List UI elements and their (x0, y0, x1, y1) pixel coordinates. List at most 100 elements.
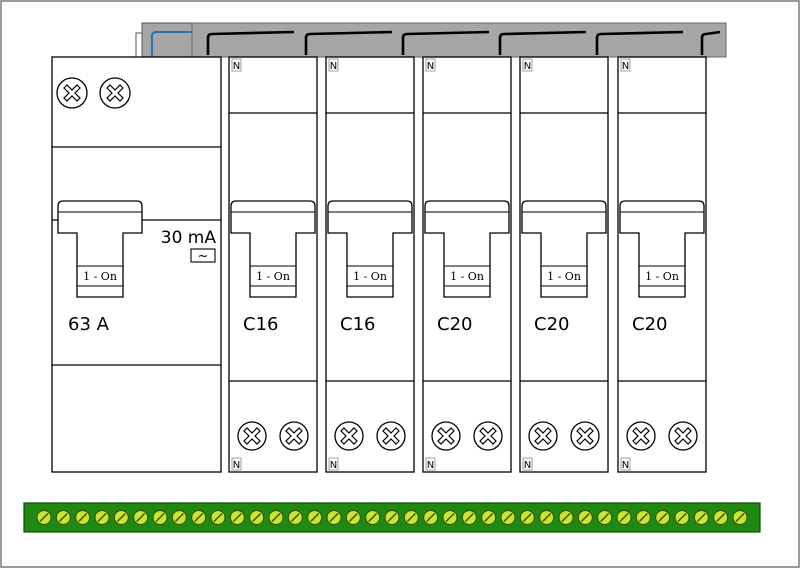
earth-terminal-screw-icon (577, 510, 593, 525)
screw-icon (56, 77, 88, 109)
earth-terminal-screw-icon (519, 510, 535, 525)
neutral-mark-box (231, 457, 242, 471)
toggle-lever[interactable] (57, 200, 143, 298)
earth-terminal-screw-icon (693, 510, 709, 525)
earth-terminal-screw-icon (403, 510, 419, 525)
earth-terminal-screw-icon (384, 510, 400, 525)
screw-icon (279, 421, 309, 451)
earth-terminal-screw-icon (635, 510, 651, 525)
earth-terminal-screw-icon (55, 510, 71, 525)
screw-icon (528, 421, 558, 451)
earth-bar (23, 502, 761, 533)
mcb-toggle-switch[interactable]: 1 - On (424, 200, 510, 298)
mcb-switch-label: 1 - On (256, 270, 290, 283)
screw-icon (334, 421, 364, 451)
mcb-toggle-switch[interactable]: 1 - On (521, 200, 607, 298)
neutral-mark-box (425, 457, 436, 471)
mcb-rating: C20 (534, 314, 569, 335)
screw-icon (626, 421, 656, 451)
screw-icon (431, 421, 461, 451)
mcb-device: N N 1 - On C20 (519, 56, 609, 473)
mcb-toggle-switch[interactable]: 1 - On (327, 200, 413, 298)
earth-terminal-screw-icon (423, 510, 439, 525)
neutral-mark: N (427, 460, 434, 471)
neutral-mark-box (425, 58, 436, 72)
mcb-rating: C16 (243, 314, 278, 335)
rcd-rating: 63 A (68, 314, 110, 335)
neutral-mark: N (233, 61, 240, 72)
mcb-device: N N 1 - On C16 (325, 56, 415, 473)
neutral-mark: N (524, 460, 531, 471)
screw-icon (99, 77, 131, 109)
mcb-toggle-switch[interactable]: 1 - On (619, 200, 705, 298)
neutral-mark: N (524, 61, 531, 72)
earth-terminal-screw-icon (36, 510, 52, 525)
rcd-sensitivity: 30 mA (161, 228, 217, 248)
earth-terminal-screw-icon (597, 510, 613, 525)
earth-terminal-screw-icon (133, 510, 149, 525)
earth-terminal-screw-icon (558, 510, 574, 525)
earth-terminal-screw-icon (442, 510, 458, 525)
earth-terminal-screw-icon (674, 510, 690, 525)
earth-terminal-screw-icon (94, 510, 110, 525)
busbar-tooth (304, 30, 393, 55)
neutral-mark: N (622, 61, 629, 72)
earth-terminals (36, 510, 748, 525)
earth-terminal-screw-icon (229, 510, 245, 525)
earth-terminal-screw-icon (171, 510, 187, 525)
earth-terminal-screw-icon (461, 510, 477, 525)
screw-icon (570, 421, 600, 451)
earth-terminal-screw-icon (500, 510, 516, 525)
earth-terminal-screw-icon (365, 510, 381, 525)
toggle-lever[interactable] (619, 200, 705, 298)
neutral-mark-box (328, 58, 339, 72)
neutral-mark-box (620, 58, 631, 72)
earth-terminal-screw-icon (307, 510, 323, 525)
earth-terminal-screw-icon (75, 510, 91, 525)
mcb-switch-label: 1 - On (353, 270, 387, 283)
earth-terminal-screw-icon (345, 510, 361, 525)
busbar (135, 22, 727, 58)
rcd-switch-label: 1 - On (83, 270, 117, 283)
earth-terminal-screw-icon (210, 510, 226, 525)
mcb-switch-label: 1 - On (645, 270, 679, 283)
busbar-teeth (206, 30, 721, 55)
earth-terminal-screw-icon (268, 510, 284, 525)
busbar-tooth (700, 30, 721, 55)
ac-symbol-box (190, 248, 216, 263)
mcb-group: N N 1 - On C16 N N (228, 56, 707, 473)
rcd-toggle-switch[interactable]: 1 - On (57, 200, 143, 298)
screw-icon (376, 421, 406, 451)
busbar-tooth (595, 30, 684, 55)
ac-symbol: ~ (198, 249, 209, 264)
earth-terminal-screw-icon (287, 510, 303, 525)
neutral-mark-box (231, 58, 242, 72)
toggle-lever[interactable] (521, 200, 607, 298)
mcb-rating: C16 (340, 314, 375, 335)
mcb-device: N N 1 - On C16 (228, 56, 318, 473)
mcb-rating: C20 (632, 314, 667, 335)
neutral-mark-box (328, 457, 339, 471)
earth-terminal-screw-icon (732, 510, 748, 525)
neutral-mark: N (330, 460, 337, 471)
neutral-mark-box (522, 58, 533, 72)
toggle-lever[interactable] (424, 200, 510, 298)
toggle-lever[interactable] (230, 200, 316, 298)
rcd-device: 1 - On 30 mA ~ 63 A (51, 56, 222, 473)
earth-terminal-screw-icon (481, 510, 497, 525)
screw-icon (668, 421, 698, 451)
neutral-mark: N (330, 61, 337, 72)
earth-terminal-screw-icon (249, 510, 265, 525)
screw-icon (237, 421, 267, 451)
mcb-device: N N 1 - On C20 (422, 56, 512, 473)
neutral-mark: N (233, 460, 240, 471)
screw-icon (473, 421, 503, 451)
mcb-switch-label: 1 - On (450, 270, 484, 283)
toggle-lever[interactable] (327, 200, 413, 298)
feed-wire (151, 31, 192, 57)
earth-terminal-screw-icon (539, 510, 555, 525)
mcb-toggle-switch[interactable]: 1 - On (230, 200, 316, 298)
earth-terminal-screw-icon (713, 510, 729, 525)
